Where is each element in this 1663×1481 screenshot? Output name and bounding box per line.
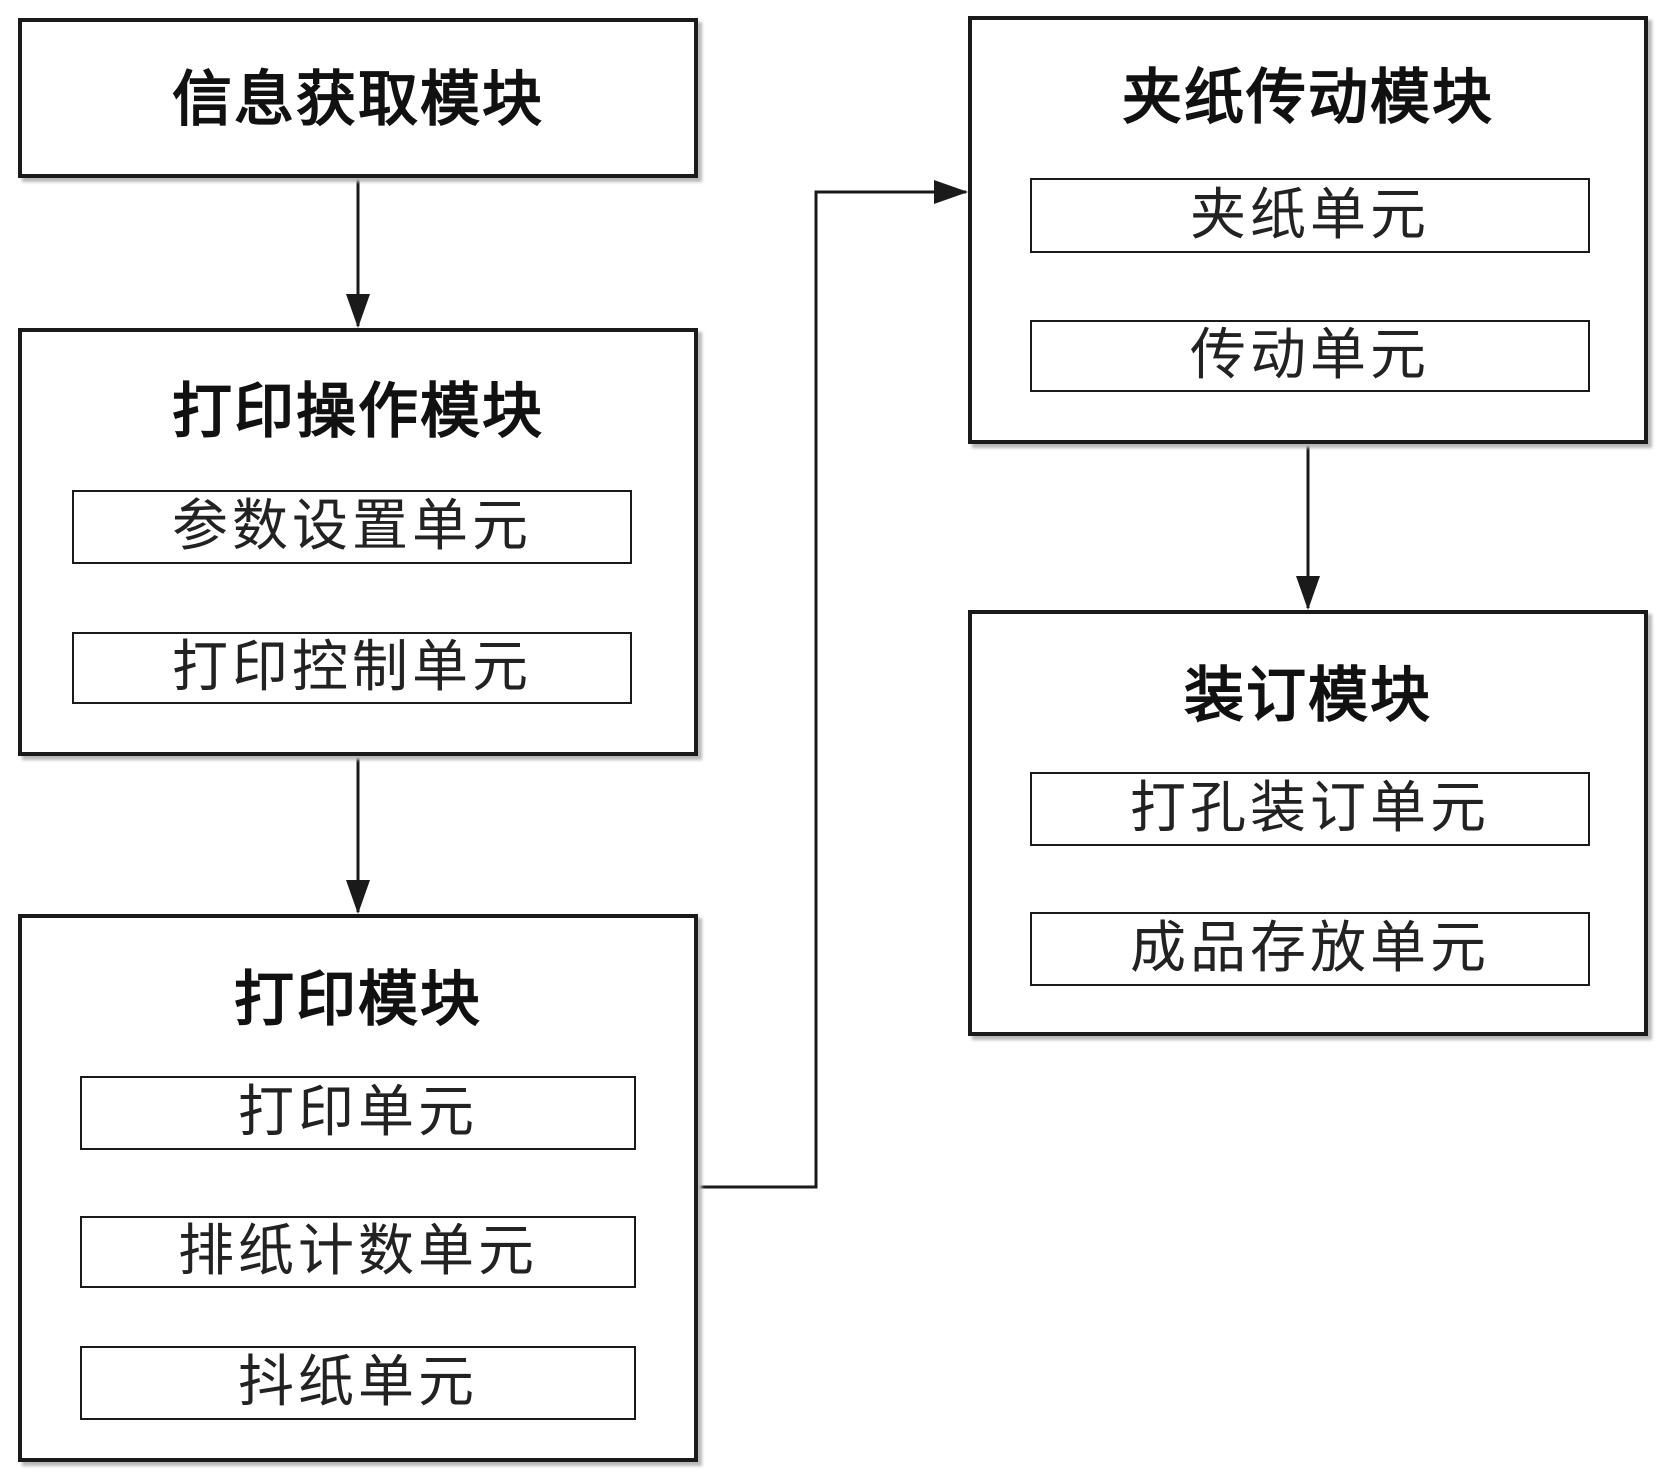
binding-module-title: 装订模块	[1184, 661, 1432, 731]
parameter-setting-unit: 参数设置单元	[72, 490, 632, 564]
paper-clamp-drive-module-title: 夹纸传动模块	[1122, 63, 1494, 133]
print-control-unit: 打印控制单元	[72, 632, 632, 704]
arrow-print-to-clamp	[697, 180, 968, 1189]
finished-product-storage-unit: 成品存放单元	[1030, 912, 1590, 986]
info-module-title: 信息获取模块	[172, 65, 544, 135]
paper-ejection-count-unit: 排纸计数单元	[80, 1216, 636, 1288]
print-module-title: 打印模块	[234, 965, 482, 1035]
drive-unit: 传动单元	[1030, 320, 1590, 392]
print-operation-module-title: 打印操作模块	[172, 377, 544, 447]
punch-binding-unit: 打孔装订单元	[1030, 772, 1590, 846]
paper-shaking-unit: 抖纸单元	[80, 1346, 636, 1420]
info-module: 信息获取模块	[18, 18, 698, 178]
print-unit: 打印单元	[80, 1076, 636, 1150]
paper-clamp-unit: 夹纸单元	[1030, 178, 1590, 253]
